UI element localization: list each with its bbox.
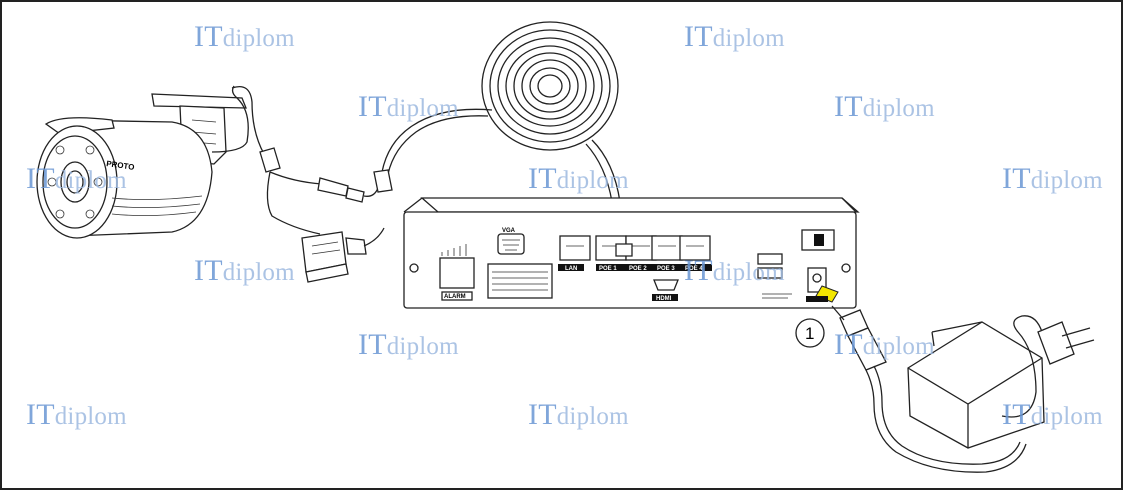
- watermark: ITdiplom: [26, 398, 127, 431]
- watermark: ITdiplom: [194, 254, 295, 287]
- watermark: ITdiplom: [358, 328, 459, 361]
- vga-port-label: VGA: [502, 228, 516, 234]
- watermark: ITdiplom: [358, 90, 459, 123]
- watermark: ITdiplom: [684, 254, 785, 287]
- watermark: ITdiplom: [834, 90, 935, 123]
- watermark: ITdiplom: [684, 20, 785, 53]
- step-marker: [795, 318, 825, 348]
- poe1-port-label: POE 1: [599, 266, 617, 272]
- poe2-port-label: POE 2: [629, 266, 647, 272]
- alarm-port-label: ALARM: [444, 294, 466, 300]
- watermark: ITdiplom: [26, 162, 127, 195]
- watermark: ITdiplom: [528, 398, 629, 431]
- bullet-camera: [36, 93, 247, 239]
- watermark: ITdiplom: [834, 328, 935, 361]
- poe3-port-label: POE 3: [657, 266, 675, 272]
- lan-port-label: LAN: [565, 266, 577, 272]
- ethernet-cable-reel: [481, 21, 619, 151]
- nvr-recorder: [403, 197, 860, 309]
- watermark: ITdiplom: [1002, 398, 1103, 431]
- step-number: 1: [805, 324, 814, 343]
- watermark: ITdiplom: [528, 162, 629, 195]
- poe4-port-label: POE 4: [685, 266, 703, 272]
- watermark: ITdiplom: [1002, 162, 1103, 195]
- watermark: ITdiplom: [194, 20, 295, 53]
- hdmi-port-label: HDMI: [656, 296, 672, 302]
- camera-brand-label: PROTO: [106, 159, 135, 172]
- power-adapter: [831, 305, 1095, 473]
